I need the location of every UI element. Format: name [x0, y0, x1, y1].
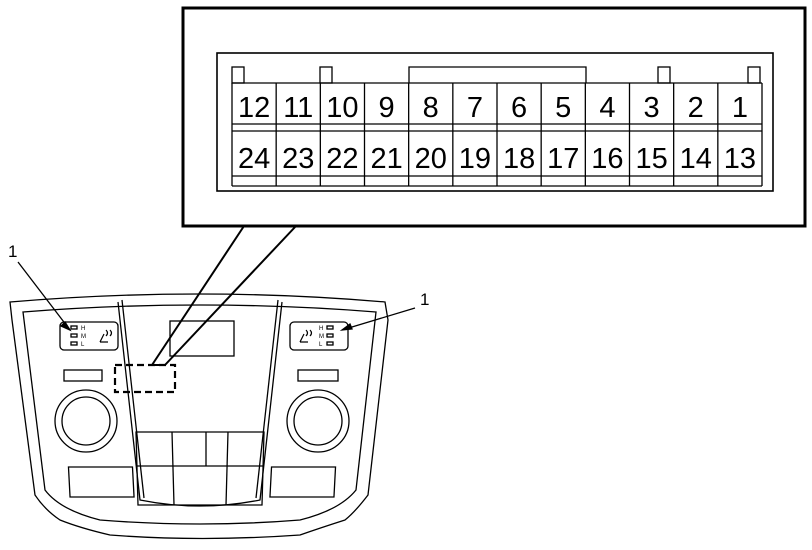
left-slot	[63, 369, 103, 382]
display-window	[169, 320, 235, 357]
seat-heater-icon	[99, 329, 113, 343]
control-panel-outline	[9, 293, 389, 540]
connector-body	[216, 52, 774, 192]
right-lower-button	[269, 466, 337, 498]
pin-label: 8	[423, 92, 439, 124]
right-switch-label-l: L	[319, 342, 323, 348]
pin-label: 3	[644, 92, 660, 124]
callout-right: 1	[420, 290, 429, 309]
pin-label: 16	[591, 143, 623, 175]
pin-label: 24	[238, 143, 270, 175]
pin-label: 17	[547, 143, 579, 175]
leader-line	[164, 225, 297, 366]
pin-label: 12	[238, 92, 270, 124]
left-seat-heater-switch	[59, 321, 119, 351]
pin-label: 19	[459, 143, 491, 175]
right-knob-outer	[286, 389, 350, 453]
pin-label: 4	[599, 92, 615, 124]
callout-leader	[341, 307, 416, 331]
callout-arrowhead	[59, 320, 72, 332]
pin-cell-dividers	[275, 83, 719, 186]
left-switch-label-l: L	[81, 342, 85, 348]
pin-label: 15	[635, 143, 667, 175]
connector-key	[231, 66, 245, 84]
right-switch-label-m: M	[319, 334, 324, 340]
pin-label: 9	[379, 92, 395, 124]
right-slot	[297, 369, 339, 382]
connector-detail-frame	[181, 6, 807, 228]
pin-label: 11	[283, 92, 313, 124]
pin-label: 6	[511, 92, 527, 124]
center-panel	[117, 301, 283, 507]
pin-label: 21	[370, 143, 402, 175]
callout-arrowhead	[339, 322, 353, 331]
left-knob-outer	[54, 389, 118, 453]
connector-key	[319, 66, 333, 84]
left-switch-label-m: M	[81, 334, 86, 340]
leader-line	[151, 225, 245, 366]
pin-label: 5	[555, 92, 571, 124]
right-seat-heater-switch	[289, 321, 349, 351]
seat-heater-icon	[299, 329, 313, 343]
pin-label: 1	[732, 92, 748, 124]
left-knob-inner	[61, 396, 111, 446]
left-lower-button	[67, 466, 135, 498]
connector-location-marker	[113, 363, 177, 394]
pin-label: 20	[415, 143, 447, 175]
pin-label: 23	[282, 143, 314, 175]
pin-label: 13	[724, 143, 756, 175]
pin-label: 2	[688, 92, 704, 124]
pin-label: 7	[467, 92, 483, 124]
pin-label: 22	[326, 143, 358, 175]
left-switch-label-h: H	[81, 326, 85, 332]
control-panel-inner	[22, 304, 377, 525]
pin-label: 18	[503, 143, 535, 175]
connector-latch	[408, 66, 587, 83]
callout-left: 1	[8, 242, 17, 261]
pin-label: 14	[680, 143, 712, 175]
right-switch-label-h: H	[319, 326, 323, 332]
right-knob-inner	[293, 396, 343, 446]
button-grid	[135, 431, 265, 506]
pin-label: 10	[326, 92, 358, 124]
connector-key	[747, 66, 761, 84]
connector-key	[657, 66, 671, 84]
connector-bottom-row: 24 23 22 21 20 19 18 17 16 15 14 13	[238, 143, 756, 175]
callout-leader	[17, 261, 71, 331]
